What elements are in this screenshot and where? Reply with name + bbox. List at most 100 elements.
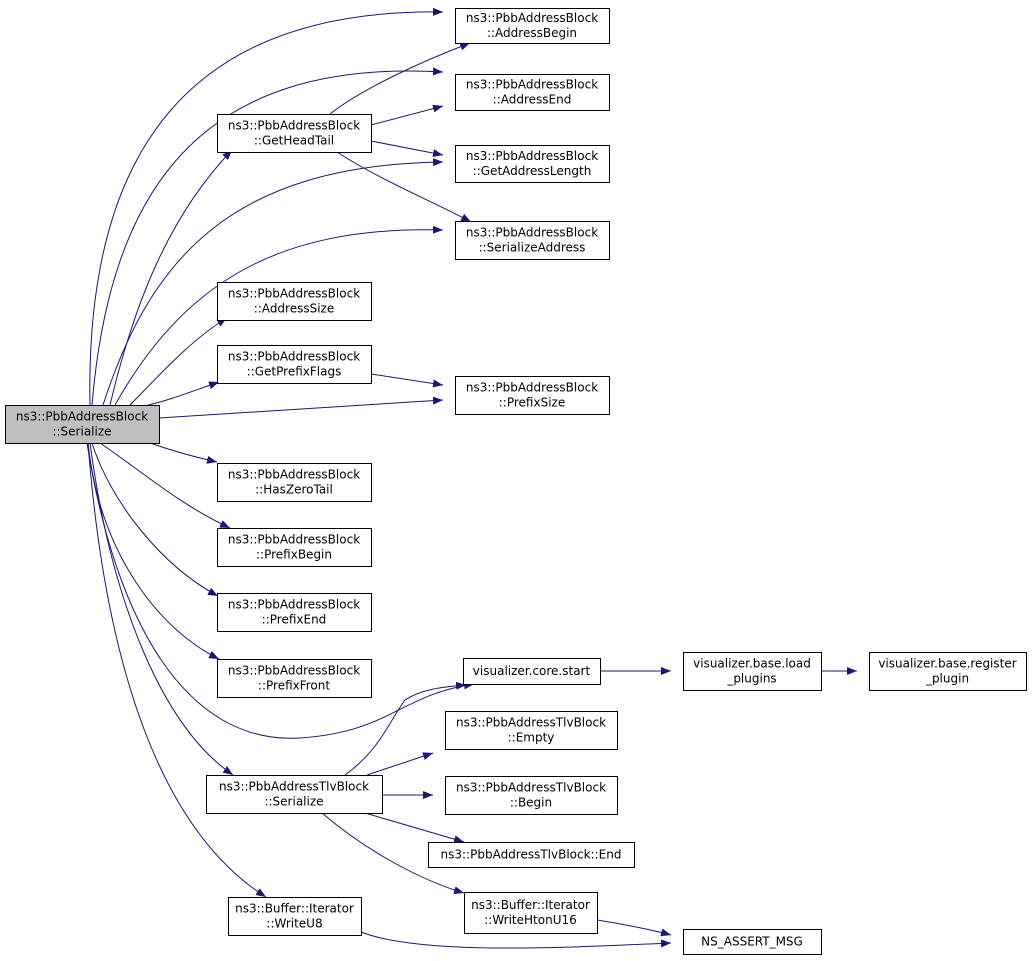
node-label-line: ::Serialize [264, 795, 323, 809]
edge-root-to-getheadtail [109, 149, 233, 406]
node-serializeaddress[interactable]: ns3::PbbAddressBlock::SerializeAddress [455, 221, 610, 260]
edge-getprefixflags-to-prefixsize [370, 373, 444, 388]
node-box [428, 842, 635, 868]
node-label-line: ns3::Buffer::Iterator [471, 898, 590, 912]
node-prefixbegin[interactable]: ns3::PbbAddressBlock::PrefixBegin [217, 528, 372, 567]
node-box [455, 74, 610, 111]
edge-writehtonu16-to-nsassert [596, 919, 672, 937]
node-tlvend[interactable]: ns3::PbbAddressTlvBlock::End [428, 842, 635, 868]
edge-root-to-vizstart [86, 442, 475, 739]
node-label-line: ::HasZeroTail [255, 483, 333, 497]
node-addressbegin[interactable]: ns3::PbbAddressBlock::AddressBegin [455, 8, 610, 44]
edge-root-to-getprefixflags [147, 381, 220, 406]
edge-getheadtail-to-addressbegin [329, 42, 471, 115]
node-label-line: ns3::PbbAddressBlock [228, 350, 360, 364]
node-label-line: _plugin [925, 672, 969, 686]
node-label-line: ns3::PbbAddressTlvBlock::End [441, 848, 622, 862]
node-label-line: ::AddressSize [254, 302, 335, 316]
edge-root-to-prefixfront [87, 442, 220, 660]
node-addressend[interactable]: ns3::PbbAddressBlock::AddressEnd [455, 74, 610, 111]
node-box [464, 892, 598, 934]
node-label-line: ns3::PbbAddressBlock [466, 78, 598, 92]
node-label-line: ::Serialize [52, 425, 111, 439]
node-label-line: ns3::PbbAddressBlock [228, 287, 360, 301]
node-label-line: NS_ASSERT_MSG [701, 935, 803, 949]
edge-root-to-addressbegin [89, 7, 444, 406]
node-writeu8[interactable]: ns3::Buffer::Iterator::WriteU8 [228, 897, 362, 936]
node-writehtonu16[interactable]: ns3::Buffer::Iterator::WriteHtonU16 [464, 892, 598, 934]
node-haszerotail[interactable]: ns3::PbbAddressBlock::HasZeroTail [217, 463, 372, 502]
node-label-line: visualizer.core.start [473, 664, 591, 678]
node-addresssize[interactable]: ns3::PbbAddressBlock::AddressSize [217, 282, 372, 321]
node-label-line: ns3::PbbAddressBlock [228, 468, 360, 482]
node-label-line: ns3::PbbAddressBlock [228, 533, 360, 547]
node-box [228, 897, 362, 936]
node-label-line: ns3::PbbAddressBlock [16, 410, 148, 424]
edge-getheadtail-to-addressend [370, 104, 444, 126]
node-label-line: ::AddressBegin [487, 26, 577, 40]
node-box [683, 652, 822, 691]
edge-root-to-serializeaddress [114, 225, 444, 406]
edge-layer [86, 7, 857, 949]
node-box [445, 711, 618, 750]
edge-root-to-addressend [91, 67, 444, 406]
node-box [217, 345, 372, 384]
node-label-line: ns3::PbbAddressBlock [466, 381, 598, 395]
node-tlvserialize[interactable]: ns3::PbbAddressTlvBlock::Serialize [206, 775, 383, 814]
node-label-line: ::SerializeAddress [479, 241, 586, 255]
node-label-line: ::Begin [510, 796, 552, 810]
node-prefixsize[interactable]: ns3::PbbAddressBlock::PrefixSize [455, 376, 610, 415]
node-box [869, 652, 1027, 691]
node-getaddresslength[interactable]: ns3::PbbAddressBlock::GetAddressLength [455, 145, 610, 183]
node-label-line: visualizer.base.load [693, 657, 811, 671]
node-box [455, 145, 610, 183]
node-label-line: ns3::PbbAddressBlock [228, 119, 360, 133]
node-getheadtail[interactable]: ns3::PbbAddressBlock::GetHeadTail [217, 114, 372, 153]
node-root[interactable]: ns3::PbbAddressBlock::Serialize [5, 405, 160, 444]
node-box [455, 376, 610, 415]
node-box [217, 593, 372, 632]
node-box [5, 405, 160, 444]
node-label-line: ::WriteU8 [266, 917, 322, 931]
node-label-line: ns3::PbbAddressBlock [466, 11, 598, 25]
edge-getheadtail-to-serializeaddress [336, 151, 472, 223]
node-box [217, 463, 372, 502]
edge-root-to-addresssize [129, 317, 228, 406]
node-getprefixflags[interactable]: ns3::PbbAddressBlock::GetPrefixFlags [217, 345, 372, 384]
edge-tlvserialize-to-vizstart [344, 681, 467, 776]
edge-root-to-getaddresslength [102, 158, 444, 406]
edge-root-to-haszerotail [149, 442, 218, 464]
node-box [217, 114, 372, 153]
node-tlvempty[interactable]: ns3::PbbAddressTlvBlock::Empty [445, 711, 618, 750]
node-label-line: ::GetPrefixFlags [247, 365, 342, 379]
node-label-line: ns3::Buffer::Iterator [235, 902, 354, 916]
node-tlvbegin[interactable]: ns3::PbbAddressTlvBlock::Begin [445, 776, 618, 815]
node-loadplugins[interactable]: visualizer.base.load_plugins [683, 652, 822, 691]
node-label-line: ::PrefixEnd [262, 613, 327, 627]
node-prefixend[interactable]: ns3::PbbAddressBlock::PrefixEnd [217, 593, 372, 632]
node-label-line: visualizer.base.register [878, 657, 1016, 671]
node-registerplugin[interactable]: visualizer.base.register_plugin [869, 652, 1027, 691]
node-label-line: _plugins [726, 672, 776, 686]
node-box [217, 659, 372, 698]
node-label-line: ::Empty [508, 731, 555, 745]
node-label-line: ns3::PbbAddressBlock [228, 598, 360, 612]
edge-tlvserialize-to-tlvempty [366, 752, 434, 776]
edge-root-to-writeu8 [87, 442, 267, 898]
node-label-line: ns3::PbbAddressTlvBlock [219, 780, 369, 794]
node-label-line: ns3::PbbAddressTlvBlock [456, 716, 606, 730]
node-label-line: ns3::PbbAddressBlock [466, 149, 598, 163]
node-label-line: ::PrefixFront [258, 679, 330, 693]
node-box [683, 929, 822, 955]
node-vizstart[interactable]: visualizer.core.start [463, 658, 601, 685]
node-label-line: ns3::PbbAddressTlvBlock [456, 781, 606, 795]
node-box [455, 8, 610, 44]
node-nsassert[interactable]: NS_ASSERT_MSG [683, 929, 822, 955]
node-box [455, 221, 610, 260]
node-label-line: ::PrefixBegin [256, 548, 332, 562]
node-label-line: ::PrefixSize [499, 396, 565, 410]
node-prefixfront[interactable]: ns3::PbbAddressBlock::PrefixFront [217, 659, 372, 698]
node-layer: ns3::PbbAddressBlock::Serializens3::PbbA… [5, 8, 1027, 955]
node-box [206, 775, 383, 814]
